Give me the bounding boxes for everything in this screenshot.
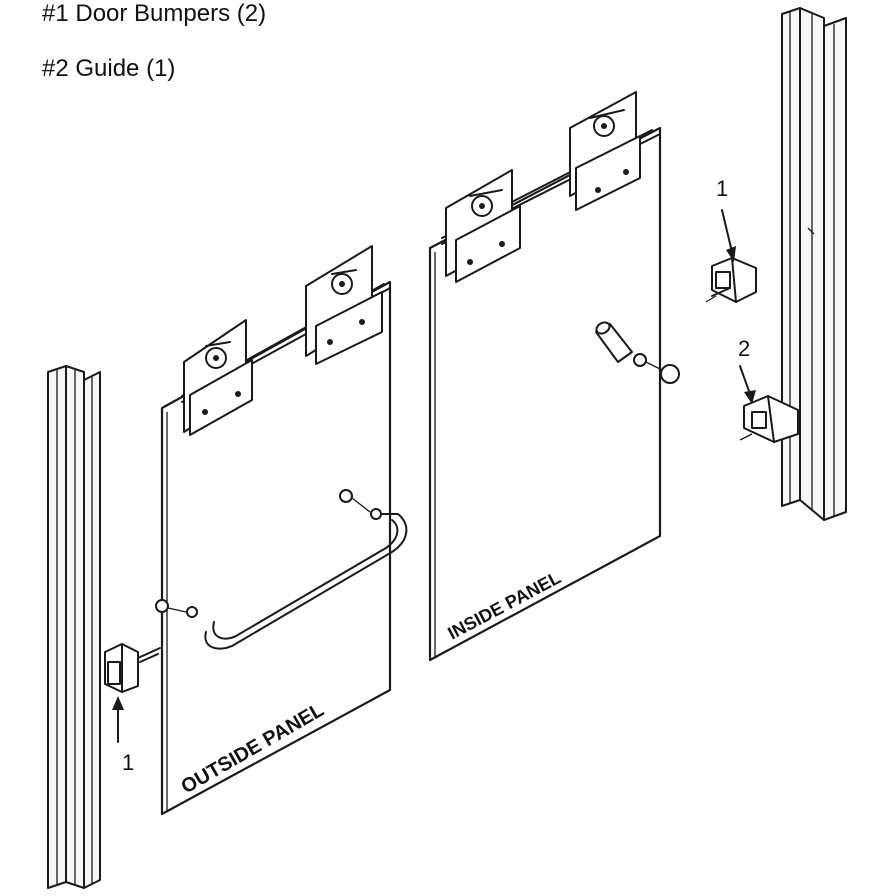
outside-roller-left xyxy=(183,319,253,436)
guide xyxy=(739,365,799,443)
right-door-bumper xyxy=(705,209,757,303)
outside-towel-bar xyxy=(155,489,408,650)
callout-label-right-bumper: 1 xyxy=(716,176,728,201)
inside-roller-right xyxy=(569,91,641,211)
legend-door-bumpers: #1 Door Bumpers (2) xyxy=(42,0,267,27)
callout-label-guide: 2 xyxy=(738,336,750,361)
right-wall-rail xyxy=(781,7,847,521)
left-wall-rail xyxy=(47,365,101,889)
legend-guide: #2 Guide (1) xyxy=(42,55,176,82)
inside-roller-left xyxy=(445,169,521,283)
left-door-bumper xyxy=(104,643,161,743)
outside-roller-right xyxy=(305,245,383,365)
inside-knob xyxy=(595,321,680,384)
callout-label-left-bumper: 1 xyxy=(122,750,134,775)
